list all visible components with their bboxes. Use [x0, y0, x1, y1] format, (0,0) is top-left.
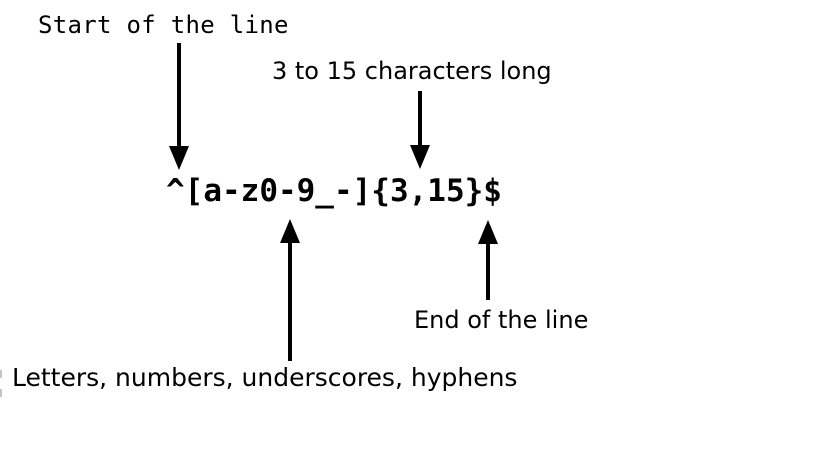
- label-start-of-line: Start of the line: [38, 11, 289, 39]
- arrow-down-to-caret-icon: [169, 43, 189, 170]
- label-end-of-line: End of the line: [414, 306, 589, 334]
- left-edge-clipped-mark: [0, 370, 2, 378]
- regex-pattern-text: ^[a-z0-9_-]{3,15}$: [166, 173, 502, 209]
- arrow-up-to-dollar-icon: [478, 220, 498, 300]
- arrow-up-to-character-class-icon: [280, 219, 300, 361]
- label-character-class: Letters, numbers, underscores, hyphens: [12, 363, 518, 392]
- left-edge-clipped-mark: [0, 389, 2, 397]
- arrow-down-to-quantifier-icon: [410, 91, 430, 169]
- label-length-quantifier: 3 to 15 characters long: [272, 57, 552, 85]
